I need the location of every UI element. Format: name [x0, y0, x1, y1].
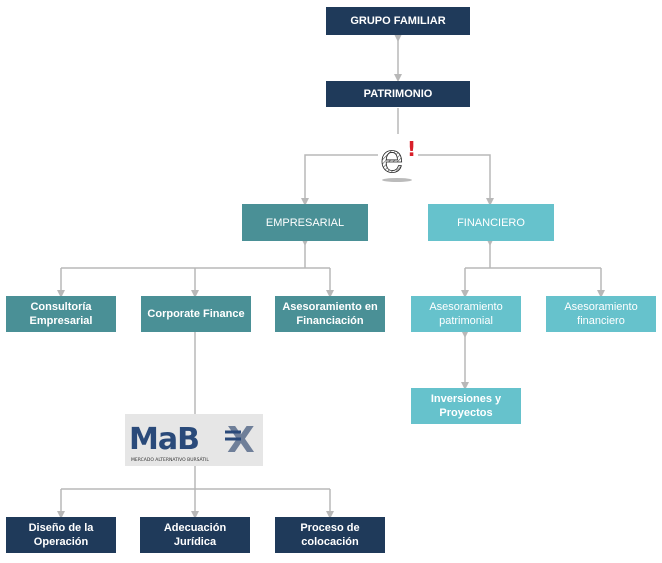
node-patrimonio: PATRIMONIO	[326, 81, 470, 107]
connector-logo-empresarial	[301, 154, 378, 206]
node-asesoramiento-financiacion: Asesoramiento en Financiación	[275, 296, 385, 332]
node-proceso-colocacion: Proceso de colocación	[275, 517, 385, 553]
node-grupo-familiar: GRUPO FAMILIAR	[326, 7, 470, 35]
node-diseno-operacion: Diseño de la Operación	[6, 517, 116, 553]
mab-logo: MaB X MERCADO ALTERNATIVO BURSÁTIL	[125, 414, 263, 466]
e-exclamation-logo: e !	[378, 134, 416, 184]
mab-logo-subtitle: MERCADO ALTERNATIVO BURSÁTIL	[131, 456, 209, 463]
node-consultoria-empresarial: Consultoría Empresarial	[6, 296, 116, 332]
connector-logo-financiero	[418, 154, 494, 206]
node-asesoramiento-financiero: Asesoramiento financiero	[546, 296, 656, 332]
node-asesoramiento-patrimonial: Asesoramiento patrimonial	[411, 296, 521, 332]
node-empresarial: EMPRESARIAL	[242, 204, 368, 241]
node-adecuacion-juridica: Adecuación Jurídica	[140, 517, 250, 553]
node-financiero: FINANCIERO	[428, 204, 554, 241]
node-corporate-finance: Corporate Finance	[141, 296, 251, 332]
e-logo-letter: e	[380, 136, 404, 182]
e-logo-mark: !	[407, 137, 416, 161]
node-inversiones-proyectos: Inversiones y Proyectos	[411, 388, 521, 424]
mab-logo-text: MaB	[129, 422, 199, 457]
